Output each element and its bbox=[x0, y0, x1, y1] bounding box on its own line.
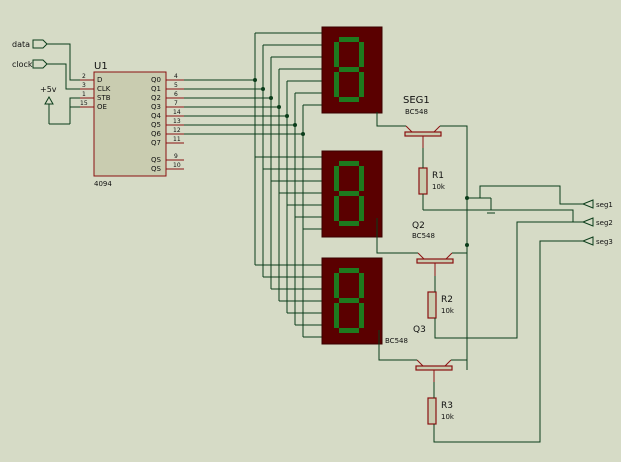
seven-segment-display[interactable] bbox=[321, 150, 383, 238]
pin-num-q1: 5 bbox=[174, 82, 178, 89]
transistor-1[interactable]: BC548 bbox=[404, 108, 442, 148]
display-segment bbox=[339, 221, 359, 226]
display-segment bbox=[339, 298, 359, 303]
pin-name-q5: Q5 bbox=[151, 121, 161, 129]
junction-dot bbox=[253, 78, 257, 82]
transistor-q2[interactable]: Q2 BC548 bbox=[412, 221, 454, 276]
seg2-label: seg2 bbox=[596, 219, 613, 227]
display-segment bbox=[334, 166, 339, 191]
pin-num-q6: 12 bbox=[173, 127, 181, 134]
display-segment bbox=[334, 196, 339, 221]
resistor-2-value: 10k bbox=[441, 307, 455, 315]
seven-segment-display[interactable] bbox=[321, 26, 383, 114]
seg3-label: seg3 bbox=[596, 238, 613, 246]
pin-num-q4: 14 bbox=[173, 109, 181, 116]
resistor-2-ref: R2 bbox=[441, 295, 453, 305]
resistor-r3[interactable]: R3 10k bbox=[427, 397, 455, 425]
pin-name-d: D bbox=[97, 76, 102, 84]
junction-dot bbox=[269, 96, 273, 100]
display-segment bbox=[359, 196, 364, 221]
pin-name-clk: CLK bbox=[97, 85, 111, 93]
display-segment bbox=[339, 191, 359, 196]
pin-name-qs1: QS bbox=[151, 156, 162, 164]
pin-name-stb: STB bbox=[97, 94, 111, 102]
transistor-2-model: BC548 bbox=[412, 232, 435, 240]
pin-name-q1: Q1 bbox=[151, 85, 161, 93]
resistor-1-value: 10k bbox=[432, 183, 446, 191]
junction-dot bbox=[261, 87, 265, 91]
transistor-2-ref: Q2 bbox=[412, 221, 425, 231]
pin-num-qs2: 10 bbox=[173, 162, 181, 169]
junction-dot bbox=[277, 105, 281, 109]
pin-name-q4: Q4 bbox=[151, 112, 162, 120]
transistor-3-ref: Q3 bbox=[413, 325, 426, 335]
display-ref-seg1: SEG1 bbox=[403, 95, 430, 106]
pin-num-q3: 7 bbox=[174, 100, 178, 107]
display-segment bbox=[339, 97, 359, 102]
pin-name-q0: Q0 bbox=[151, 76, 161, 84]
junction-dot bbox=[285, 114, 289, 118]
display-segment bbox=[359, 72, 364, 97]
pin-name-oe: OE bbox=[97, 103, 107, 111]
seg3-terminal[interactable]: seg3 bbox=[581, 236, 613, 246]
junction-dot bbox=[293, 123, 297, 127]
display-segment bbox=[339, 328, 359, 333]
pin-num-clk: 3 bbox=[82, 82, 86, 89]
pin-num-oe: 15 bbox=[80, 100, 88, 107]
clock-terminal[interactable]: clock bbox=[12, 59, 48, 69]
display-segment bbox=[359, 166, 364, 191]
transistor-q3[interactable]: Q3 BC548 bbox=[385, 325, 453, 382]
pin-num-d: 2 bbox=[82, 73, 86, 80]
resistor-r2[interactable]: R2 10k bbox=[427, 291, 455, 319]
pin-num-q5: 13 bbox=[173, 118, 181, 125]
pin-name-q7: Q7 bbox=[151, 139, 161, 147]
seg2-terminal[interactable]: seg2 bbox=[581, 217, 613, 227]
junction-dot bbox=[301, 132, 305, 136]
resistor-1-ref: R1 bbox=[432, 171, 444, 181]
pin-name-q3: Q3 bbox=[151, 103, 161, 111]
display-segment bbox=[339, 268, 359, 273]
power-terminal[interactable]: +5v bbox=[40, 85, 70, 125]
display-segment bbox=[359, 273, 364, 298]
display-segment bbox=[334, 303, 339, 328]
seven-segment-display[interactable] bbox=[321, 257, 383, 345]
display-segment bbox=[334, 42, 339, 67]
display-segment bbox=[339, 161, 359, 166]
pin-num-q0: 4 bbox=[174, 73, 178, 80]
pin-num-q2: 6 bbox=[174, 91, 178, 98]
display-segment bbox=[334, 273, 339, 298]
seg1-label: seg1 bbox=[596, 201, 613, 209]
pin-name-q2: Q2 bbox=[151, 94, 161, 102]
resistor-3-value: 10k bbox=[441, 413, 455, 421]
pin-num-stb: 1 bbox=[82, 91, 86, 98]
pin-num-qs1: 9 bbox=[174, 153, 178, 160]
data-terminal-label: data bbox=[12, 40, 30, 49]
pin-name-qs2: QS bbox=[151, 165, 162, 173]
pin-name-q6: Q6 bbox=[151, 130, 162, 138]
display-segment bbox=[359, 303, 364, 328]
ic-part: 4094 bbox=[94, 180, 112, 188]
pin-num-q7: 11 bbox=[173, 136, 181, 143]
resistor-r1[interactable]: R1 10k bbox=[418, 167, 446, 195]
power-label: +5v bbox=[40, 85, 57, 94]
transistor-3-model: BC548 bbox=[385, 337, 408, 345]
ic-ref: U1 bbox=[94, 61, 108, 72]
ground-symbol bbox=[484, 198, 498, 214]
clock-terminal-label: clock bbox=[12, 60, 33, 69]
shift-register-ic[interactable]: U1 4094 2 3 1 15 D CLK STB OE Q0 Q1 Q2 Q… bbox=[80, 61, 184, 188]
resistor-3-ref: R3 bbox=[441, 401, 453, 411]
data-terminal[interactable]: data bbox=[12, 39, 48, 49]
display-segment bbox=[339, 67, 359, 72]
seg1-terminal[interactable]: seg1 bbox=[581, 199, 613, 209]
transistor-1-model: BC548 bbox=[405, 108, 428, 116]
display-segment bbox=[359, 42, 364, 67]
display-segment bbox=[339, 37, 359, 42]
display-segment bbox=[334, 72, 339, 97]
